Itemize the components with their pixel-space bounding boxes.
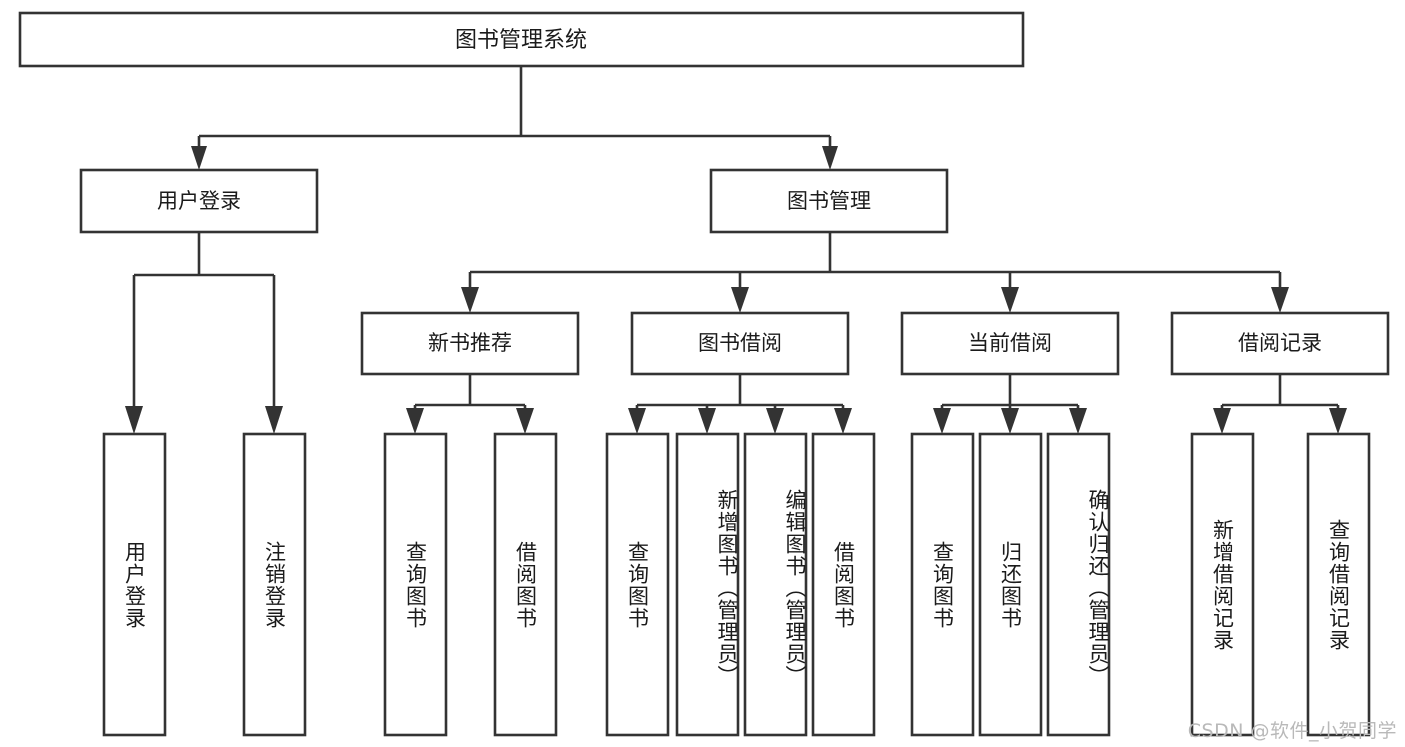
node-leaf-query-record[interactable] [1306,432,1371,737]
node-leaf-confirm-return[interactable] [1046,432,1111,737]
node-leaf-query-book-1[interactable] [383,432,448,737]
connector-newbook-to-leaves [406,374,534,434]
node-book-manage-label: 图书管理 [787,189,871,213]
connector-currentborrow-to-leaves [933,374,1087,434]
node-leaf-query-book-3[interactable] [910,432,975,737]
node-leaf-add-record[interactable] [1190,432,1255,737]
csdn-watermark: CSDN @软件_小贺同学 [1187,720,1397,742]
node-leaf-query-book-2[interactable] [605,432,670,737]
connector-borrowrecord-to-leaves [1213,374,1347,434]
connector-bookmanage-to-level3 [461,232,1289,313]
connector-root-to-level2 [191,66,838,170]
node-current-borrow-label: 当前借阅 [968,331,1052,355]
node-book-borrow[interactable] [630,311,850,376]
node-leaf-user-login[interactable] [102,432,167,737]
node-book-manage[interactable] [709,168,949,234]
node-borrow-record[interactable] [1170,311,1390,376]
node-leaf-return-book[interactable] [978,432,1043,737]
connector-userlogin-to-leaves [125,232,283,434]
node-borrow-record-label: 借阅记录 [1238,331,1322,355]
node-leaf-borrow-book-2[interactable] [811,432,876,737]
node-user-login-label: 用户登录 [157,189,241,213]
connector-bookborrow-to-leaves [628,374,852,434]
node-root[interactable] [18,11,1025,68]
node-leaf-add-book[interactable] [675,432,740,737]
node-book-borrow-label: 图书借阅 [698,331,782,355]
node-new-book-recommend-label: 新书推荐 [428,331,512,355]
node-leaf-borrow-book-1[interactable] [493,432,558,737]
node-leaf-user-logout[interactable] [242,432,307,737]
node-user-login[interactable] [79,168,319,234]
node-root-label: 图书管理系统 [455,28,587,53]
node-leaf-edit-book[interactable] [743,432,808,737]
node-new-book-recommend[interactable] [360,311,580,376]
node-current-borrow[interactable] [900,311,1120,376]
